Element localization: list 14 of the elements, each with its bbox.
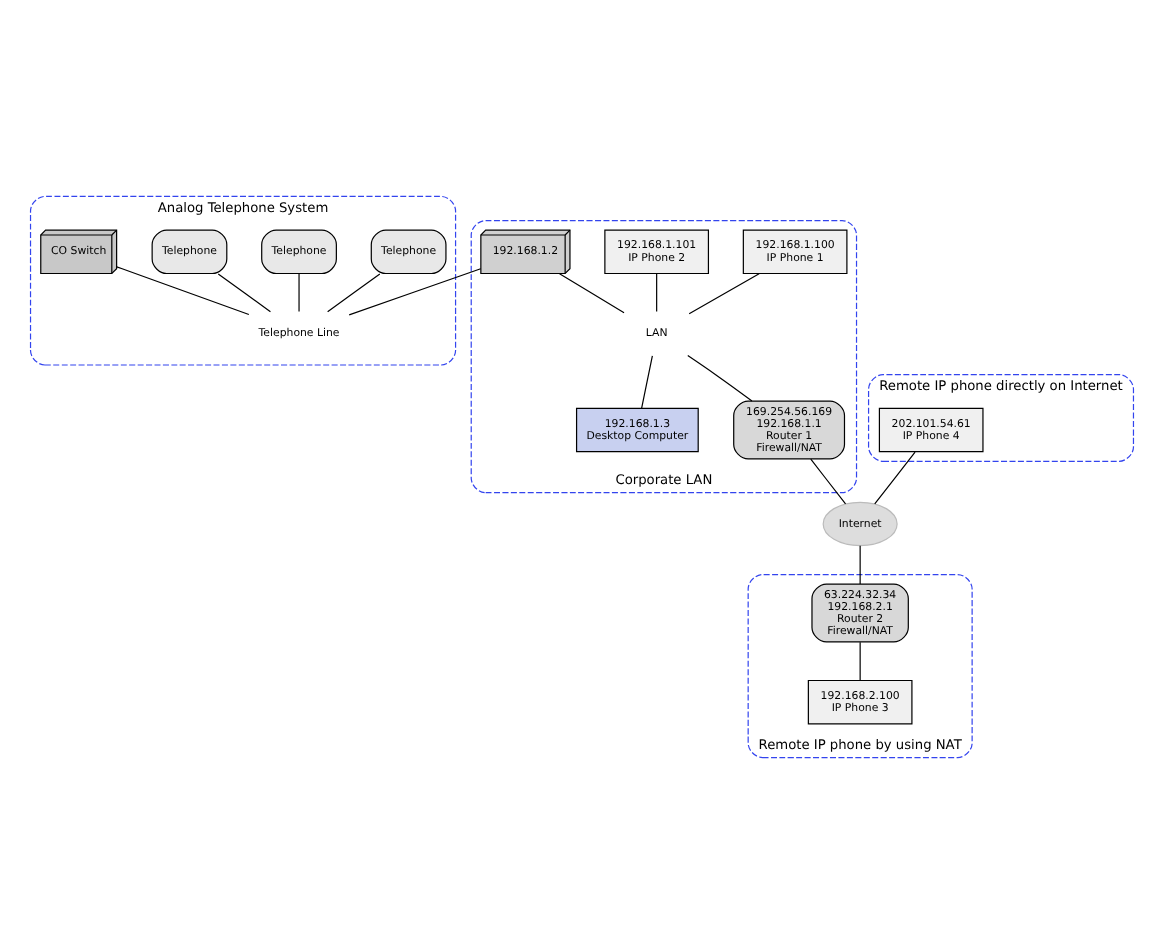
connector [859, 640, 861, 680]
connector [810, 457, 847, 504]
connector [859, 544, 861, 584]
connector [217, 272, 272, 312]
connector [641, 354, 653, 408]
connector [348, 267, 482, 315]
connector [874, 450, 916, 504]
connector [687, 353, 753, 401]
connector [298, 272, 300, 312]
connector [327, 272, 381, 312]
connector [656, 272, 658, 312]
connector [688, 272, 760, 314]
connector [116, 265, 250, 315]
connector [558, 272, 625, 313]
